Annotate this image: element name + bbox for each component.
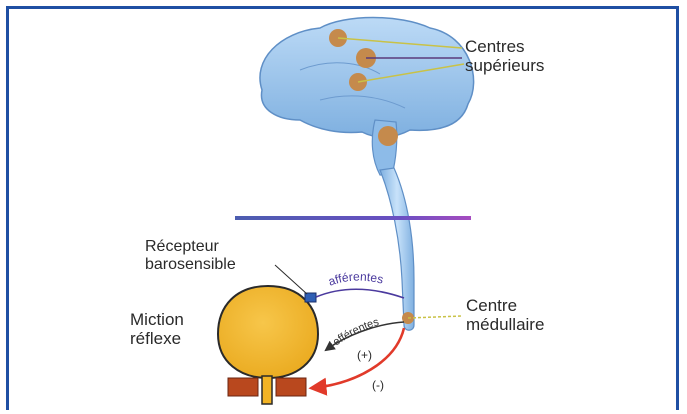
sphincter-right	[276, 378, 306, 396]
spinal-cord	[380, 168, 414, 330]
pointer-line	[408, 316, 462, 318]
urethra	[262, 376, 272, 404]
brain	[260, 18, 474, 138]
recepteur-line1: Récepteur	[145, 238, 236, 256]
recepteur-label: Récepteur barosensible	[145, 238, 236, 274]
miction-line2: réflexe	[130, 329, 184, 348]
miction-label: Miction réflexe	[130, 310, 184, 348]
recepteur-line2: barosensible	[145, 256, 236, 274]
minus-sign-label: (-)	[372, 376, 384, 394]
plus-sign-label: (+)	[357, 346, 372, 364]
centre-med-line2: médullaire	[466, 315, 544, 334]
centre-medullaire-label: Centre médullaire	[466, 296, 544, 334]
centre-nucleus	[378, 126, 398, 146]
centre-med-line1: Centre	[466, 296, 544, 315]
miction-line1: Miction	[130, 310, 184, 329]
centres-line1: Centres	[465, 37, 544, 56]
centres-label: Centres supérieurs	[465, 37, 544, 75]
afferent-fibre	[316, 289, 404, 298]
centres-line2: supérieurs	[465, 56, 544, 75]
sphincter-left	[228, 378, 258, 396]
separator-bar	[235, 216, 471, 220]
efferentes-label: efférentes	[331, 316, 381, 348]
bladder	[218, 286, 318, 378]
afferentes-label: afférentes	[326, 270, 384, 289]
